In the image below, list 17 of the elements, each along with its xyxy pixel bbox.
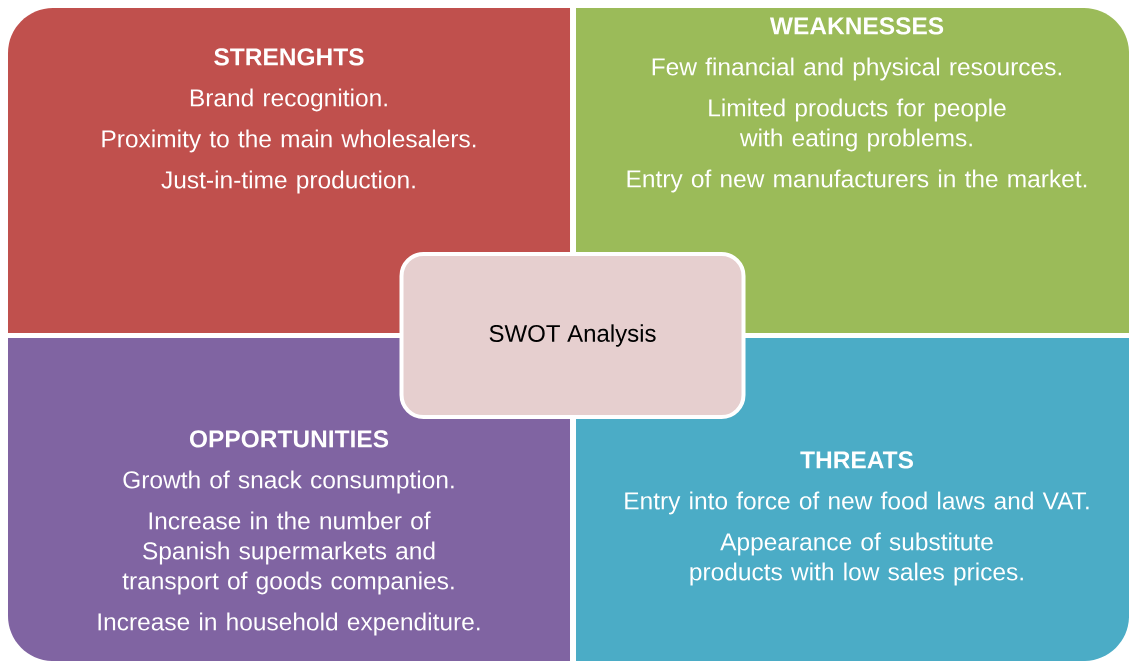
quadrant-item: Increase in household expenditure.	[98, 612, 480, 636]
quadrant-heading: THREATS	[800, 451, 913, 469]
quadrant-heading: WEAKNESSES	[769, 17, 944, 35]
quadrant-item: Increase in the number of Spanish supermarkets and transport of goods companies.	[122, 511, 454, 595]
quadrant-item: Just-in-time production.	[161, 170, 415, 194]
quadrant-item: Appearance of substitute products with low sales prices.	[690, 532, 1023, 586]
quadrant-item: Entry into force of new food laws and VAT.	[625, 491, 1089, 515]
quadrant-heading: OPPORTUNITIES	[189, 430, 389, 448]
quadrant-item: Brand recognition.	[190, 88, 387, 112]
quadrant-item: Proximity to the main wholesalers.	[102, 129, 476, 153]
center-box	[399, 252, 746, 419]
quadrant-item: Few financial and physical resources.	[652, 57, 1061, 81]
center-label: SWOT Analysis	[489, 324, 656, 347]
quadrant-item: Limited products for people with eating problems.	[709, 98, 1006, 152]
quadrant-item: Entry of new manufacturers in the market.	[627, 169, 1087, 193]
quadrant-item: Growth of snack consumption.	[123, 470, 454, 494]
quadrant-heading: STRENGHTS	[214, 48, 364, 66]
